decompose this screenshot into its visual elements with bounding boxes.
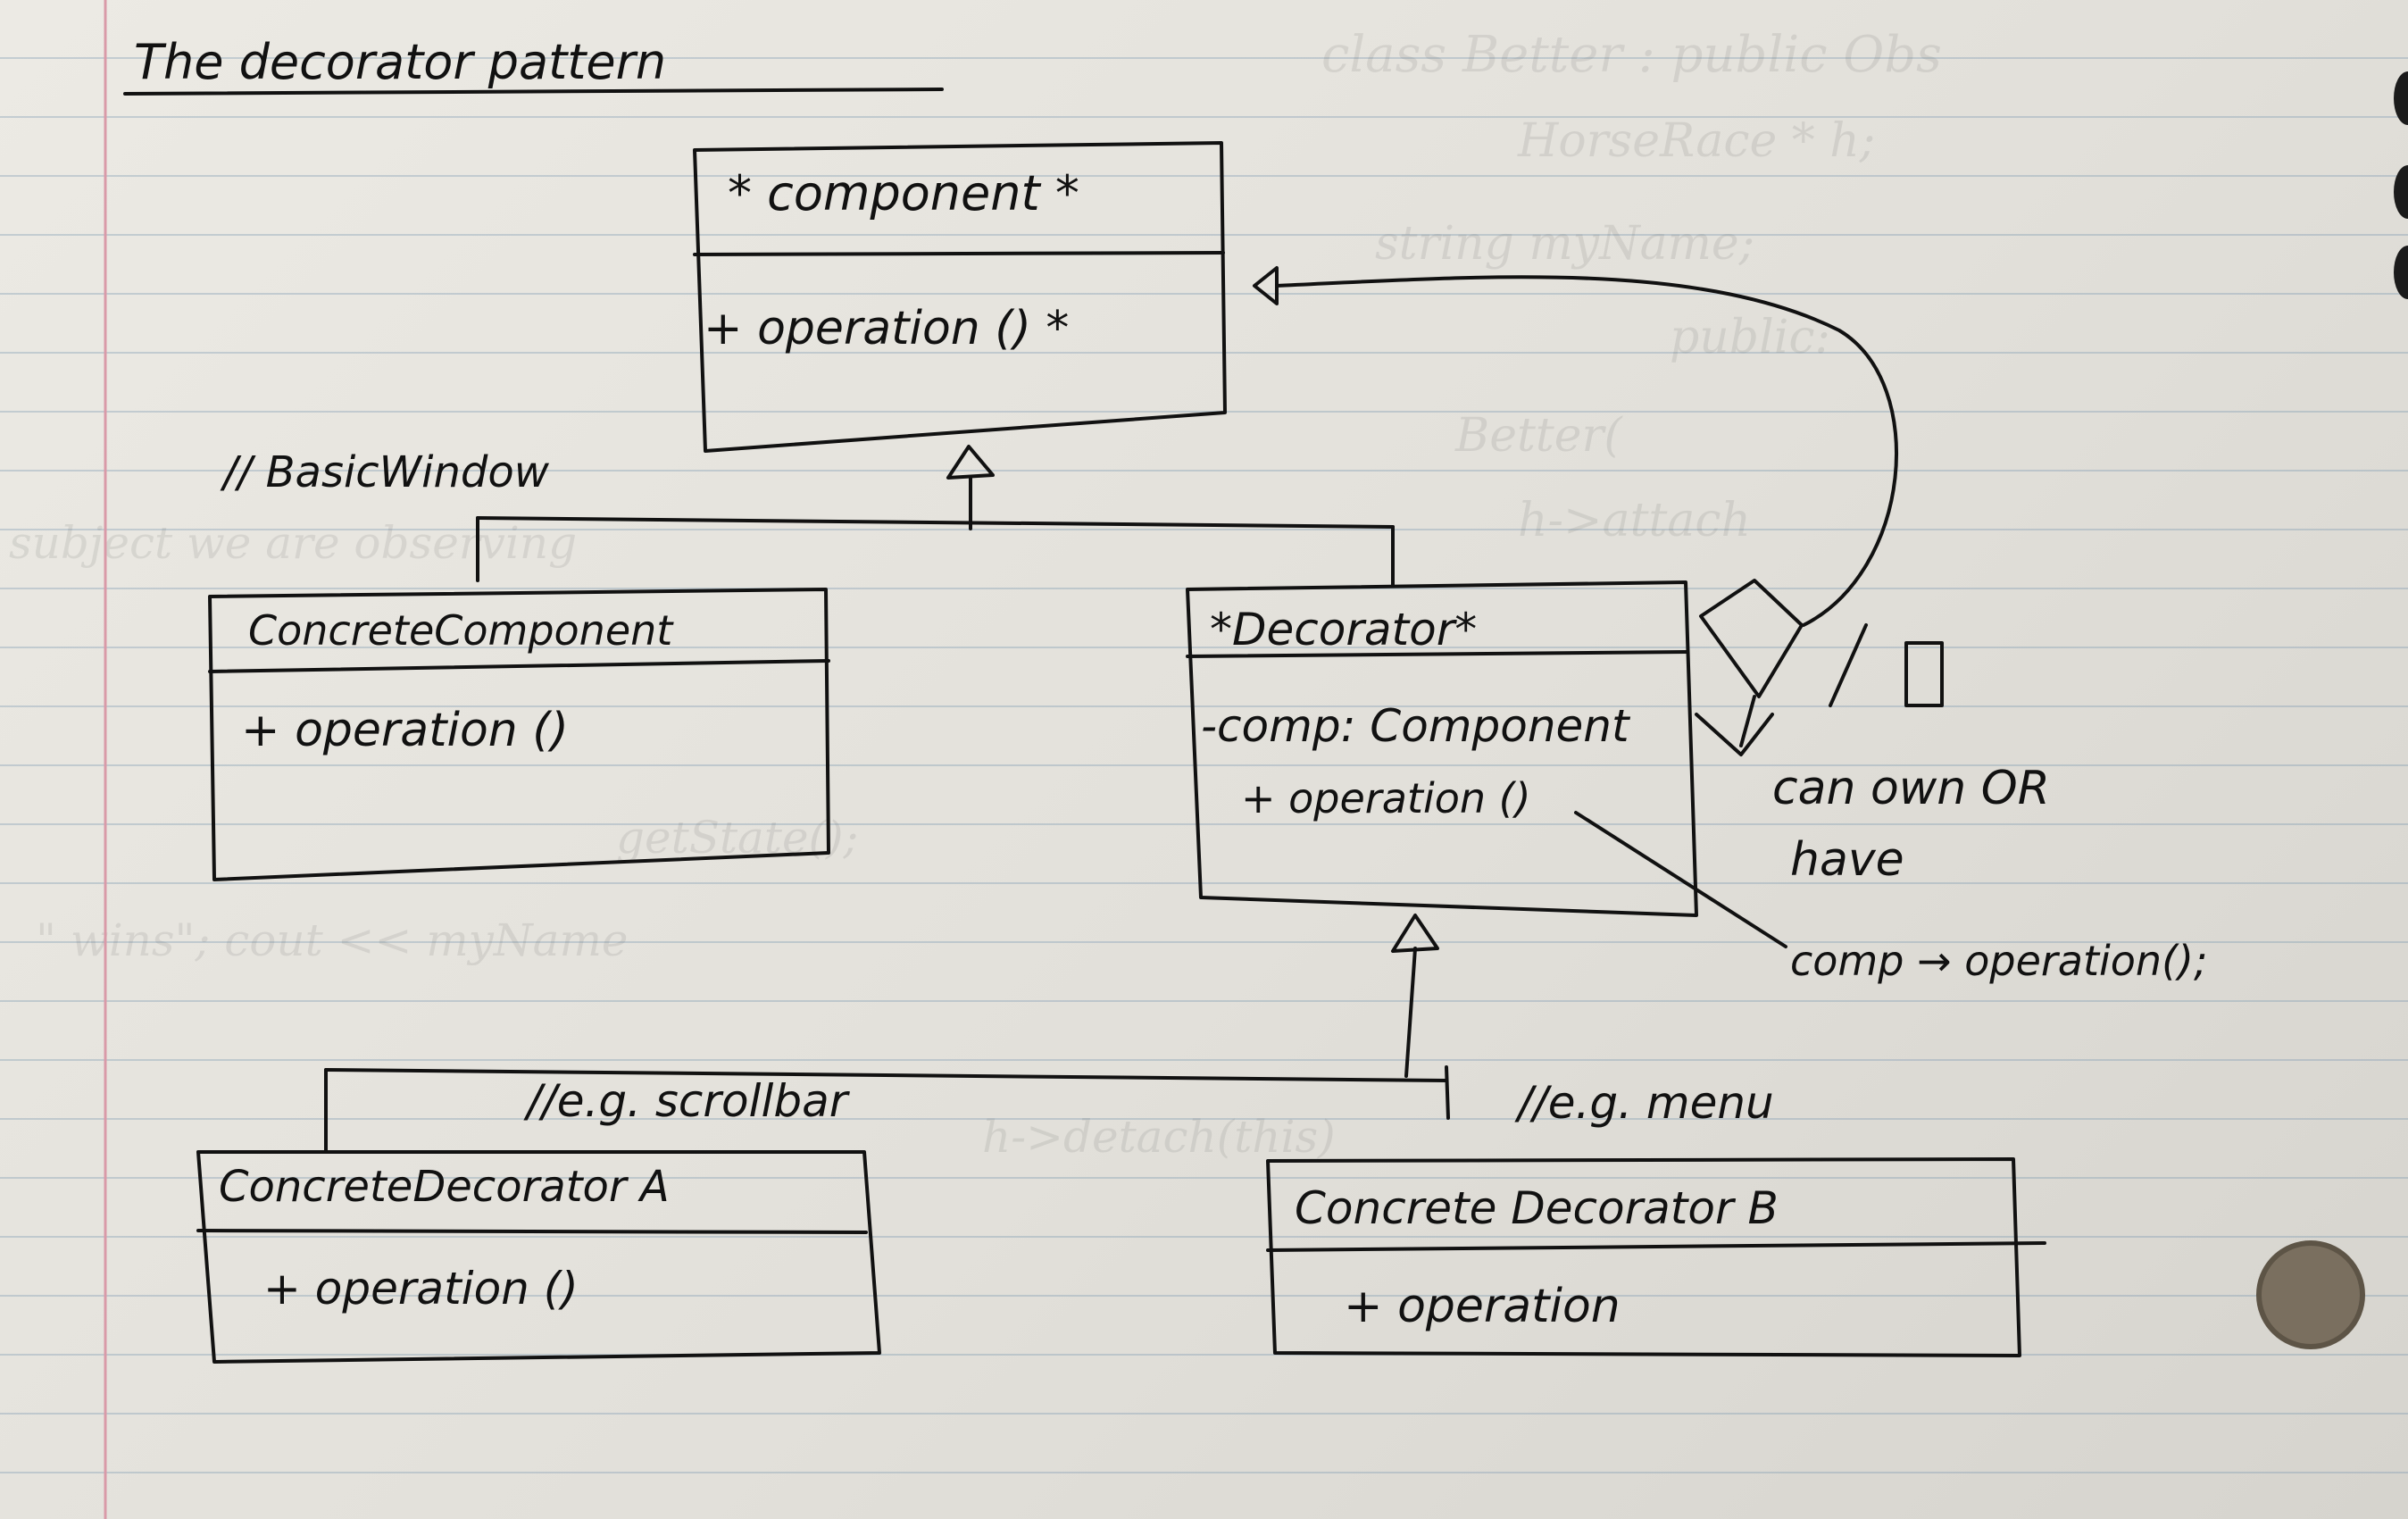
decorator-comp-field: -comp: Component: [1201, 700, 1631, 752]
svg-text:string myName;: string myName;: [1375, 217, 1754, 271]
svg-text:public:: public:: [1670, 311, 1830, 364]
diagram-title: The decorator pattern: [123, 34, 944, 96]
concrete-component-box: ConcreteComponent + operation (): [208, 588, 830, 881]
svg-text:h->attach: h->attach: [1518, 494, 1751, 547]
menu-note: //e.g. menu: [1514, 1077, 1774, 1129]
svg-text:class Better : public Obs: class Better : public Obs: [1321, 26, 1942, 84]
concrete-decorator-b-box: Concrete Decorator B + operation: [1266, 1157, 2046, 1357]
decorator-class-box: *Decorator* -comp: Component + operation…: [1186, 580, 1698, 917]
svg-text:can own OR: can own OR: [1772, 762, 2050, 815]
concrete-decorator-a-box: ConcreteDecorator A + operation (): [196, 1150, 881, 1364]
decorator-class-name: *Decorator*: [1210, 604, 1477, 655]
concrete-component-operation: + operation (): [241, 704, 569, 757]
svg-text:subject we are observing: subject we are observing: [9, 517, 577, 569]
concrete-component-name: ConcreteComponent: [248, 606, 674, 655]
inheritance-connector-bottom: [324, 914, 1450, 1152]
svg-text:comp → operation();: comp → operation();: [1790, 937, 2207, 985]
ownership-note: can own OR have: [1772, 762, 2050, 887]
aggregation-connector: [1253, 266, 1944, 756]
concrete-decorator-b-operation: + operation: [1344, 1280, 1621, 1333]
component-class-name: * component *: [728, 165, 1079, 221]
decorator-operation: + operation (): [1241, 774, 1531, 822]
concrete-decorator-b-name: Concrete Decorator B: [1295, 1182, 1779, 1234]
concrete-decorator-a-operation: + operation (): [263, 1263, 579, 1315]
punch-hole: [2256, 1240, 2365, 1349]
call-note: comp → operation();: [1574, 811, 2207, 985]
svg-text:The decorator pattern: The decorator pattern: [134, 34, 666, 90]
svg-text:" wins"; cout << myName: " wins"; cout << myName: [36, 914, 628, 966]
bleed-through-text: class Better : public Obs HorseRace * h;…: [9, 26, 1942, 1163]
component-operation: + operation () *: [704, 302, 1069, 355]
svg-text:HorseRace * h;: HorseRace * h;: [1517, 114, 1875, 168]
component-class-box: * component * + operation () *: [693, 141, 1227, 453]
basic-window-note: // BasicWindow: [220, 447, 550, 497]
svg-text:Better(: Better(: [1454, 409, 1623, 463]
svg-text:have: have: [1790, 833, 1904, 887]
scrollbar-note: //e.g. scrollbar: [523, 1075, 851, 1127]
svg-text:h->detach(this): h->detach(this): [982, 1111, 1336, 1163]
inheritance-connector-top: [476, 445, 1395, 587]
binder-holes: [2394, 71, 2408, 299]
concrete-decorator-a-name: ConcreteDecorator A: [219, 1162, 670, 1212]
